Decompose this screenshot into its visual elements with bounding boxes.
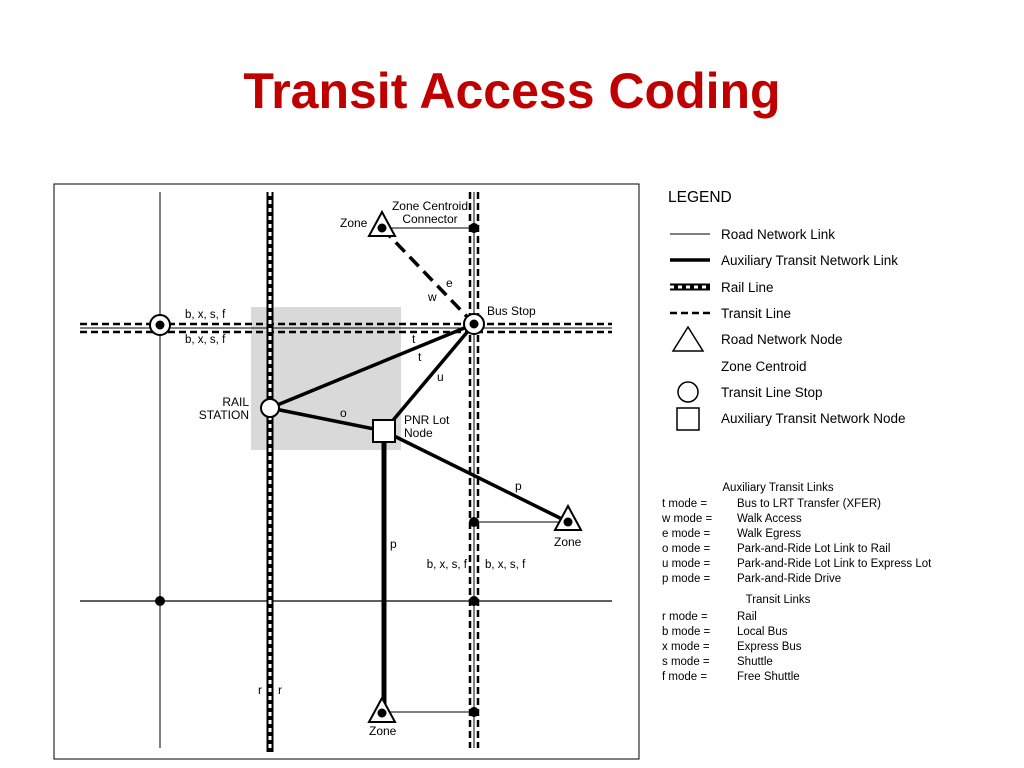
legend-symbol-square (676, 407, 700, 431)
transit-mode-code: f mode = (662, 671, 707, 683)
aux-mode-desc: Bus to LRT Transfer (XFER) (737, 498, 881, 510)
mode-label-r: r (278, 683, 282, 697)
zone-label-top: Zone (340, 216, 368, 230)
road-node (469, 223, 479, 233)
rail-station-label: STATION (199, 408, 249, 422)
transit-mode-desc: Local Bus (737, 626, 788, 638)
pnr-lot-node (372, 419, 396, 443)
aux-link-rail-to-busstop (269, 322, 475, 410)
aux-mode-code: w mode = (661, 513, 712, 525)
transit-mode-code: s mode = (662, 656, 710, 668)
aux-mode-code: e mode = (662, 528, 711, 540)
mode-label-o: o (340, 406, 347, 420)
road-node (469, 707, 479, 717)
transit-mode-code: r mode = (662, 611, 708, 623)
legend-symbol-circle (677, 381, 699, 403)
walk-connector-link (380, 226, 476, 326)
transit-mode-desc: Shuttle (737, 656, 773, 668)
aux-mode-code: t mode = (662, 498, 707, 510)
transit-mode-desc: Free Shuttle (737, 671, 800, 683)
aux-mode-code: p mode = (662, 573, 711, 585)
mode-label-upper-bottom: b, x, s, f (185, 334, 226, 346)
road-node (469, 596, 479, 606)
zone-label-right: Zone (554, 535, 582, 549)
aux-link-rail-to-pnr (269, 406, 385, 433)
rail-station-label: RAIL (222, 395, 249, 409)
mode-label-r: r (258, 683, 262, 697)
legend-label-aux-node: Auxiliary Transit Network Node (721, 411, 906, 426)
aux-links-heading: Auxiliary Transit Links (722, 482, 833, 494)
legend-label-transit-stop: Transit Line Stop (721, 385, 823, 400)
mode-label-p: p (515, 479, 522, 493)
slide-title: Transit Access Coding (243, 63, 781, 119)
legend-title: LEGEND (668, 189, 732, 206)
mode-label-w: w (427, 290, 437, 304)
legend-label-zone-centroid: Zone Centroid (721, 359, 807, 374)
zone-centroid-connector-label: Zone Centroid (392, 199, 468, 213)
zone-centroid-top (367, 209, 397, 237)
road-node (155, 596, 165, 606)
mode-label-vertical-right: b, x, s, f (485, 559, 526, 571)
mode-label-t: t (412, 332, 416, 346)
aux-mode-desc: Park-and-Ride Lot Link to Rail (737, 543, 890, 555)
bus-stop-node (463, 313, 485, 335)
transit-mode-desc: Express Bus (737, 641, 802, 653)
transit-mode-code: b mode = (662, 626, 711, 638)
aux-link-pnr-to-zone-right (383, 429, 569, 524)
aux-mode-desc: Walk Access (737, 513, 802, 525)
bus-stop-label: Bus Stop (487, 304, 536, 318)
mode-label-u: u (437, 370, 444, 384)
transit-stop-left (149, 314, 171, 336)
mode-label-e: e (446, 276, 453, 290)
transit-mode-code: x mode = (662, 641, 710, 653)
road-node (469, 517, 479, 527)
legend-label-aux-link: Auxiliary Transit Network Link (721, 253, 898, 268)
aux-mode-desc: Park-and-Ride Lot Link to Express Lot (737, 558, 932, 570)
mode-label-p: p (390, 537, 397, 551)
transit-mode-desc: Rail (737, 611, 757, 623)
legend-symbol-triangle (671, 325, 705, 352)
diagram-frame (53, 183, 640, 760)
mode-label-upper-top: b, x, s, f (185, 309, 226, 321)
transit-links-heading: Transit Links (746, 594, 811, 606)
zone-centroid-right (553, 503, 583, 531)
aux-mode-code: o mode = (662, 543, 711, 555)
pnr-lot-label: Node (404, 426, 433, 440)
zone-label-bottom: Zone (369, 724, 397, 738)
aux-mode-code: u mode = (662, 558, 711, 570)
zone-centroid-bottom (367, 695, 397, 723)
legend-label-transit-line: Transit Line (721, 306, 791, 321)
legend-label-road-link: Road Network Link (721, 227, 835, 242)
aux-mode-desc: Park-and-Ride Drive (737, 573, 841, 585)
zone-centroid-connector-label: Connector (402, 212, 457, 226)
aux-mode-desc: Walk Egress (737, 528, 801, 540)
aux-link-pnr-to-busstop (382, 322, 476, 433)
legend-label-road-node: Road Network Node (721, 332, 843, 347)
mode-label-t: t (418, 350, 422, 364)
rail-station-node (260, 398, 280, 418)
aux-links-table: t mode = Bus to LRT Transfer (XFER) w mo… (661, 498, 932, 585)
mode-label-vertical-left: b, x, s, f (427, 559, 468, 571)
legend-label-rail-line: Rail Line (721, 280, 774, 295)
transit-links-table: r mode = Rail b mode = Local Bus x mode … (662, 611, 802, 683)
pnr-lot-label: PNR Lot (404, 413, 450, 427)
